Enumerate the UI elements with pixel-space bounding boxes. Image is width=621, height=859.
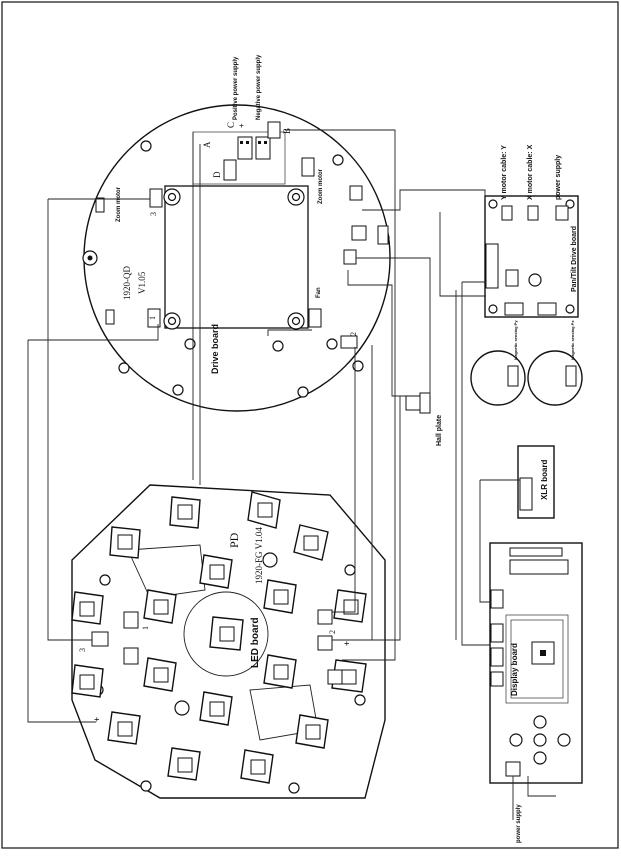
num-3: 3 — [149, 212, 158, 216]
led-plus-2: + — [342, 641, 352, 646]
led-cutout-top — [127, 544, 206, 599]
led-num-3: 3 — [78, 648, 87, 652]
drive-board-window — [164, 185, 309, 329]
plus-sign: + — [237, 123, 246, 128]
led-modules — [71, 491, 367, 784]
sensor-disk-py — [470, 350, 526, 406]
led-board: LED board 1920-FG V1.04 PD 1 2 3 + + — [71, 484, 386, 799]
negative-supply-label: Negative power supply — [256, 54, 262, 120]
num-2: 2 — [349, 332, 358, 336]
hall-plate: Hall plate — [405, 392, 443, 446]
zoom-motor-connector — [301, 157, 315, 177]
zoom-motor-label-left: Zoom motor — [116, 186, 122, 222]
display-board: Display board power supply — [489, 542, 583, 843]
display-board-title: Display board — [510, 643, 519, 696]
display-screen — [505, 614, 569, 704]
drive-board-version: V1.05 — [137, 271, 147, 294]
y-motor-connector — [501, 205, 513, 221]
x-motor-connector — [527, 205, 539, 221]
letter-a: A — [202, 141, 212, 148]
fan-connector — [308, 308, 322, 328]
x-motor-label: X motor cable: X — [527, 144, 534, 200]
sensor-py-label: Magnetic sensing Py — [513, 320, 518, 360]
led-board-model: 1920-FG V1.04 — [254, 527, 264, 584]
letter-c: C — [226, 122, 236, 128]
drive-board-model: 1920-QD — [122, 266, 132, 300]
positive-supply-connector — [237, 136, 253, 160]
letter-d: D — [212, 171, 222, 178]
led-center-ring — [183, 591, 269, 677]
pd-label: PD — [227, 532, 241, 548]
display-header — [509, 559, 569, 575]
display-button — [509, 733, 523, 747]
zoom-motor-left-connector — [149, 188, 163, 208]
pan-tilt-power-connector — [555, 205, 569, 221]
positive-supply-label: Positive power supply — [233, 56, 239, 120]
led-num-2: 2 — [328, 630, 337, 634]
pan-tilt-board: Pan/Tilt Drive board Y motor cable: Y X … — [470, 144, 583, 406]
fan-label: Fan — [316, 287, 322, 298]
led-plus-1: + — [92, 717, 102, 722]
sensor-disk-px — [527, 350, 583, 406]
display-button — [533, 715, 547, 729]
hall-plate-label: Hall plate — [436, 415, 443, 446]
display-button — [557, 733, 571, 747]
letter-b: B — [282, 128, 292, 134]
sensor-px-label: Magnetic sensing Px — [570, 320, 575, 360]
y-motor-label: Y motor cable: Y — [501, 145, 508, 200]
xlr-board: XLR board — [517, 445, 555, 519]
led-num-1: 1 — [141, 626, 150, 630]
display-power-connector — [505, 761, 521, 777]
display-button — [533, 733, 547, 747]
display-button — [533, 751, 547, 765]
drive-board: Drive board 1920-QD V1.05 Positive power… — [82, 54, 391, 412]
drive-board-title: Drive board — [210, 324, 220, 374]
wiring — [27, 129, 556, 820]
pan-tilt-power-label: power supply — [555, 155, 562, 200]
display-power-label: power supply — [516, 804, 522, 843]
num-1: 1 — [148, 316, 157, 320]
negative-supply-connector — [255, 136, 271, 160]
led-board-title: LED board — [250, 617, 261, 668]
zoom-motor-label-right: Zoom motor — [318, 168, 324, 204]
pan-tilt-board-title: Pan/Tilt Drive board — [571, 226, 578, 292]
xlr-board-label: XLR board — [540, 459, 549, 500]
